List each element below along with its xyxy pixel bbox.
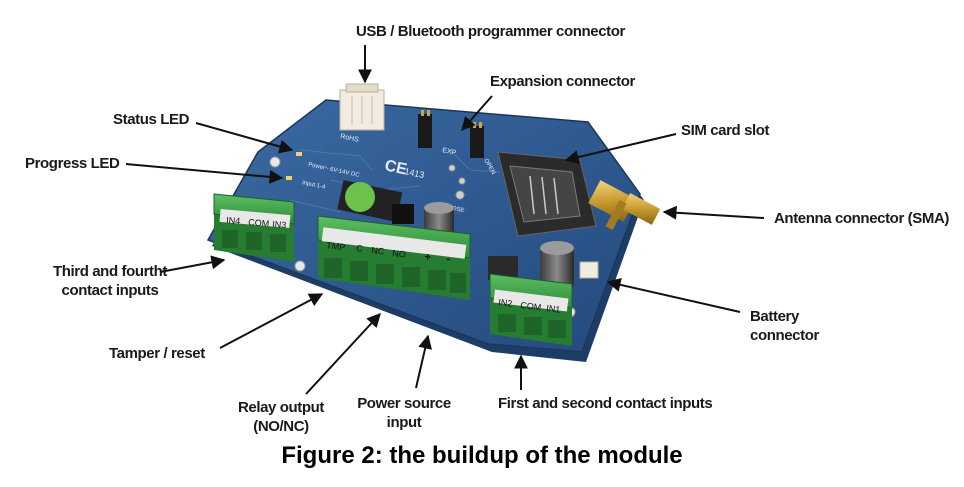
third-fourth-inputs-label: Third and fourtht contact inputs <box>40 262 180 300</box>
rohs-mark: RoHS <box>340 133 360 144</box>
relay-output-label: Relay output (NO/NC) <box>226 398 336 436</box>
expansion-connector-label: Expansion connector <box>490 73 635 90</box>
battery-line1: Battery <box>750 308 799 325</box>
arrow-tamper <box>219 293 324 349</box>
com-a-label: COM <box>248 217 270 229</box>
in4-label: IN4 <box>226 215 241 226</box>
callout-arrows <box>125 45 765 395</box>
input-label: input 1-4 <box>302 180 327 191</box>
battery-connector <box>579 261 599 279</box>
components <box>337 180 574 288</box>
nc-label: NC <box>371 245 386 257</box>
tamper-reset-label: Tamper / reset <box>109 345 205 362</box>
power-line1: Power source <box>357 395 451 412</box>
terminal-block-main: TMP C NC NO + - <box>317 215 471 300</box>
arrow-battery <box>606 277 741 313</box>
terminal-block-inputs-3-4: IN4 COM IN3 <box>213 193 295 262</box>
c-label: C <box>356 243 364 254</box>
minus-label: - <box>446 253 451 265</box>
arrow-status-led <box>195 122 294 154</box>
arrow-power <box>415 334 432 389</box>
power-source-label: Power source input <box>352 394 456 432</box>
sim-slot <box>497 151 597 237</box>
leds <box>286 152 302 180</box>
no-label: NO <box>392 248 407 260</box>
battery-line2: connector <box>750 327 819 344</box>
sma-connector <box>588 180 661 231</box>
antenna-connector-label: Antenna connector (SMA) <box>774 210 949 227</box>
progress-led <box>286 176 292 180</box>
com-b-label: COM <box>520 300 542 312</box>
ce-mark: CE <box>383 157 409 178</box>
relay-line1: Relay output <box>237 399 325 416</box>
terminal-block-inputs-1-2: IN2 COM IN1 <box>489 273 573 346</box>
arrow-antenna <box>662 205 765 220</box>
programmer-connector <box>339 83 385 131</box>
third-fourth-line2: contact inputs <box>61 282 159 299</box>
in3-label: IN3 <box>272 219 287 230</box>
tmp-label: TMP <box>326 240 346 252</box>
figure-caption: Figure 2: the buildup of the module <box>281 442 683 469</box>
third-fourth-line1: Third and fourtht <box>52 263 167 280</box>
plus-label: + <box>424 251 432 264</box>
arrow-relay <box>305 312 381 395</box>
in1-label: IN1 <box>546 303 561 315</box>
battery-connector-label: Battery connector <box>750 307 819 345</box>
in2-label: IN2 <box>498 297 513 309</box>
sim-card-slot-label: SIM card slot <box>681 122 770 139</box>
arrow-progress-led <box>125 163 284 184</box>
usb-programmer-label: USB / Bluetooth programmer connector <box>356 23 625 40</box>
arrow-sim <box>564 133 677 164</box>
arrow-third-fourth <box>159 255 226 273</box>
close-label: CLOSE <box>444 204 465 214</box>
power-line2: input <box>386 414 422 431</box>
status-led <box>296 152 302 156</box>
first-second-inputs-label: First and second contact inputs <box>498 395 713 412</box>
relay-line2: (NO/NC) <box>253 418 309 435</box>
exp-label: EXP <box>442 147 457 157</box>
progress-led-label: Progress LED <box>25 155 120 172</box>
arrow-expansion <box>461 95 493 132</box>
cert-number: 1413 <box>404 166 426 180</box>
status-led-label: Status LED <box>113 111 190 128</box>
